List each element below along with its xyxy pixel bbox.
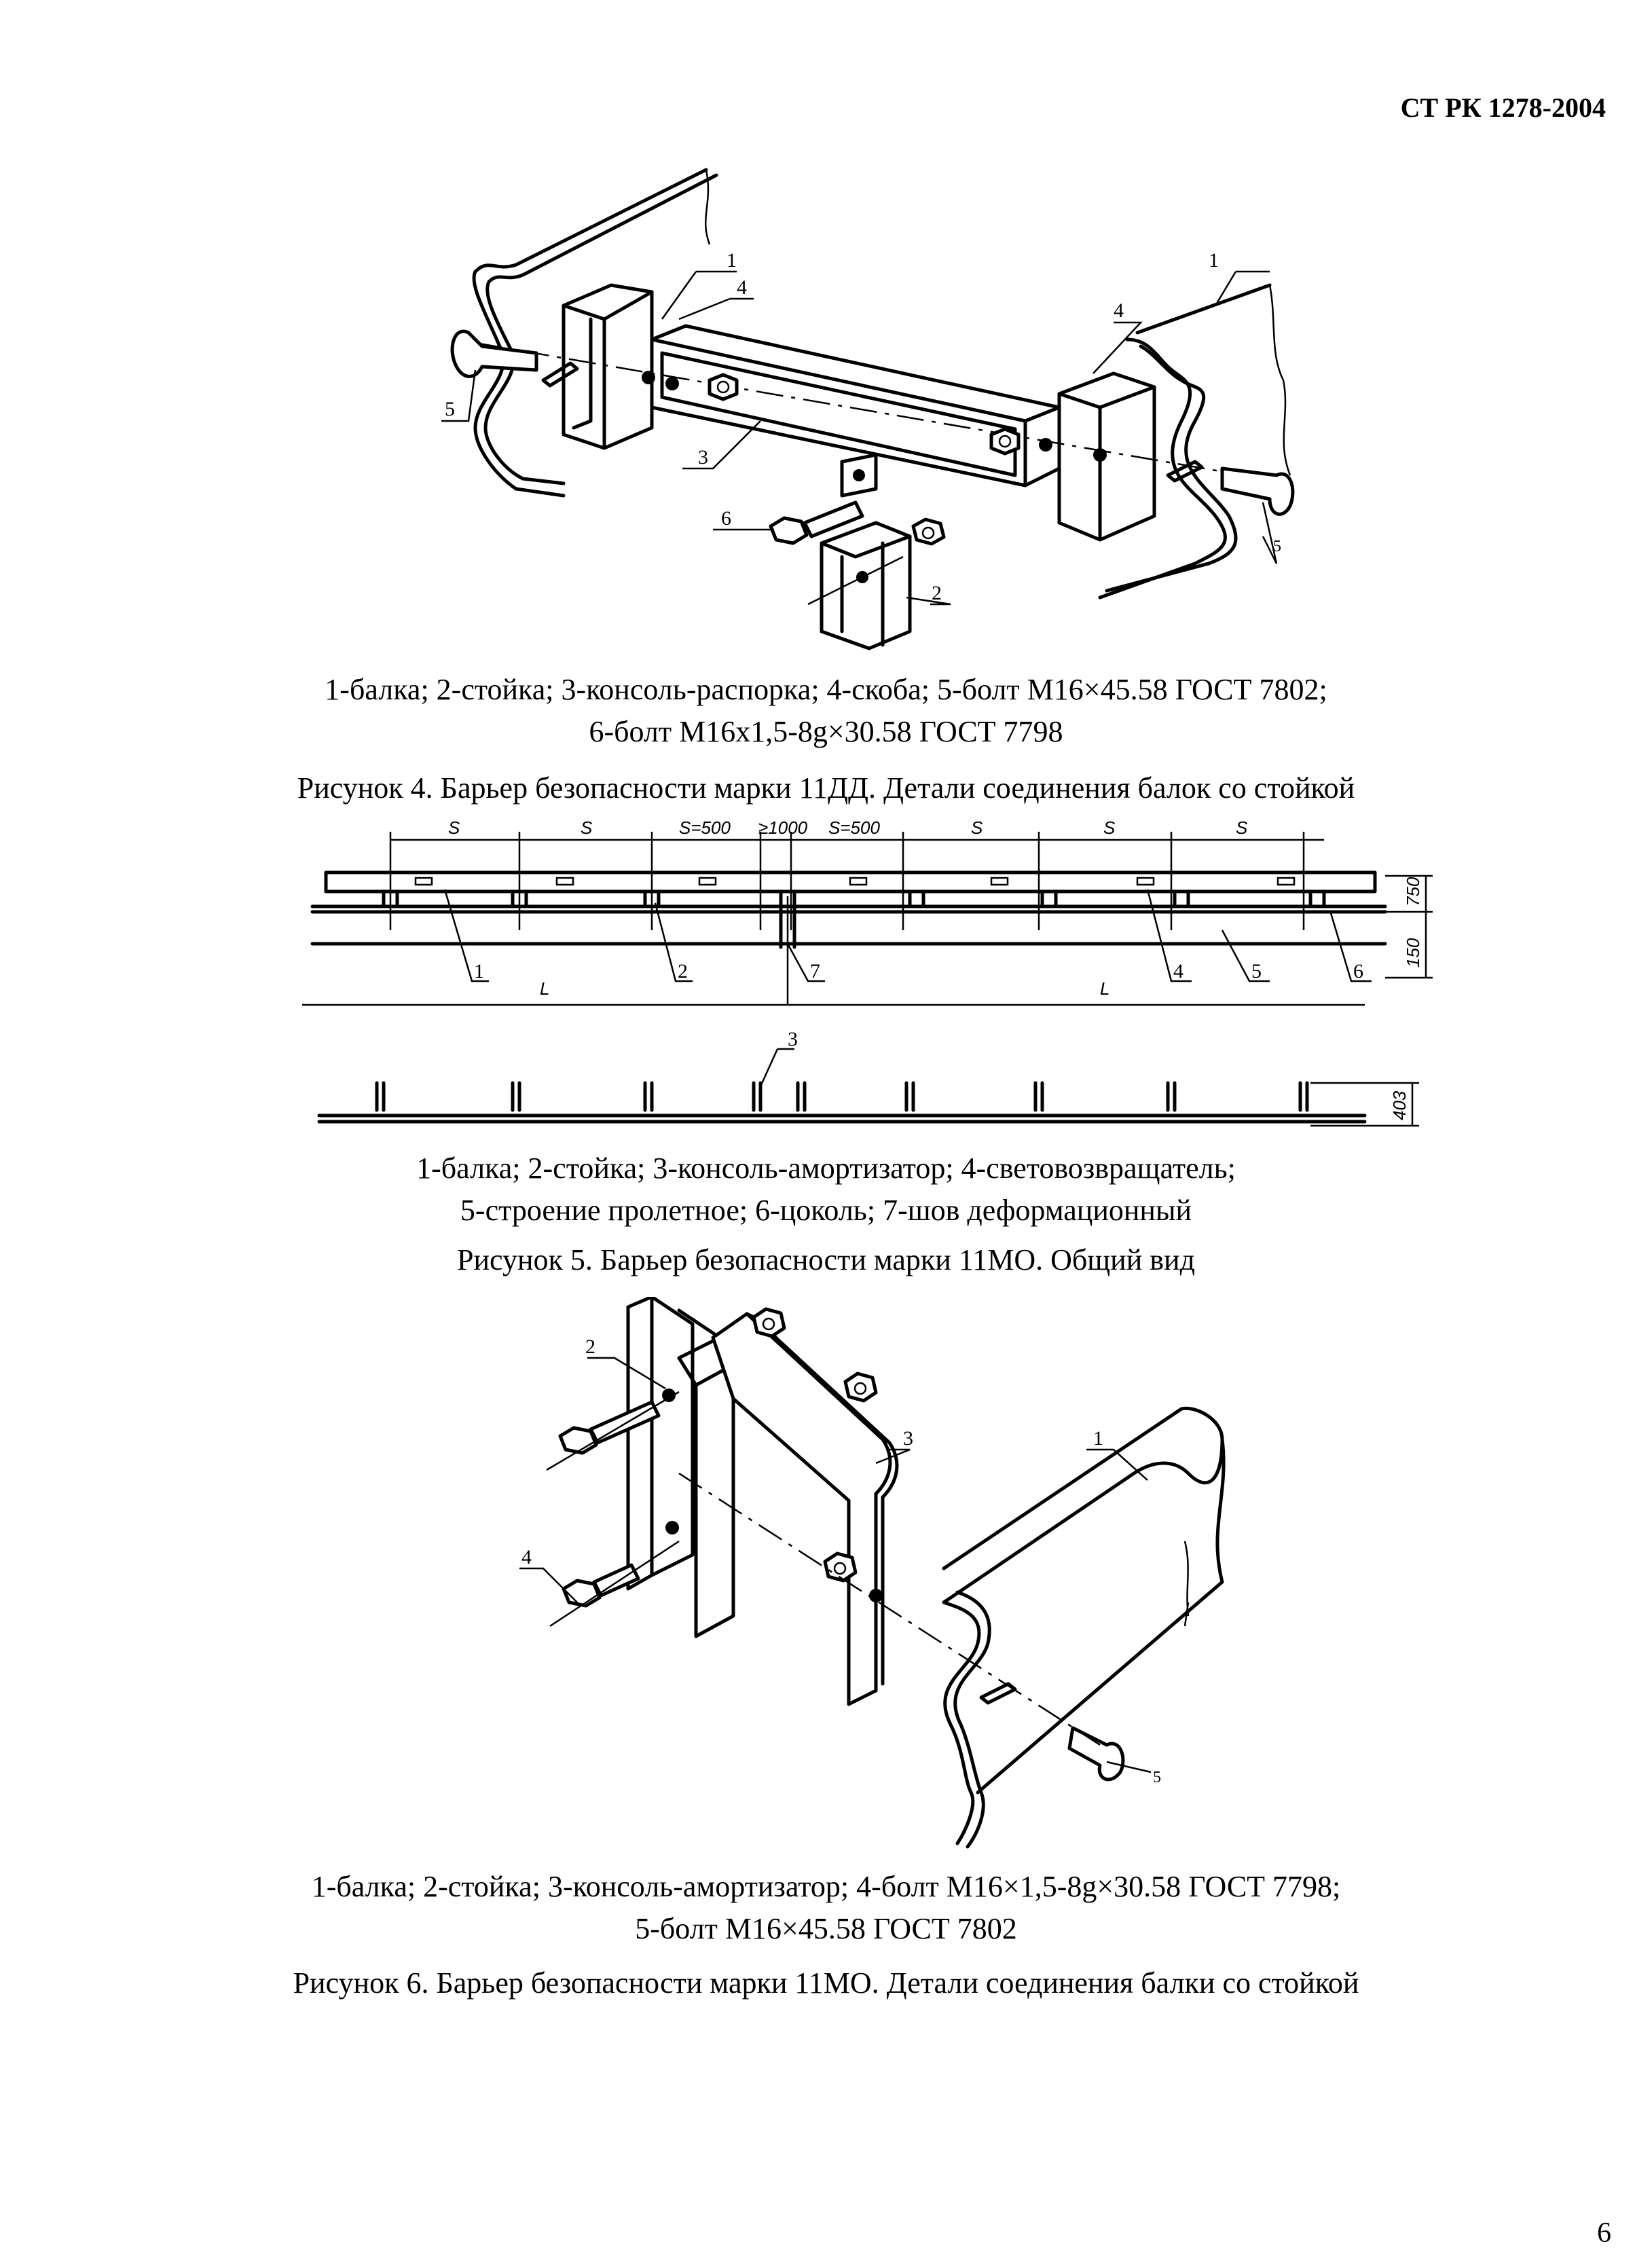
dim-s-1: S	[448, 817, 460, 838]
dim-l-1: L	[540, 978, 549, 999]
fig6-label-1: 1	[1093, 1427, 1103, 1450]
dim-s500-1: S=500	[679, 817, 731, 838]
dim-s500-2: S=500	[828, 817, 880, 838]
figure-6-legend-line-1: 1-балка; 2-стойка; 3-консоль-амортизатор…	[311, 1870, 1341, 1903]
figure-4-title: Рисунок 4. Барьер безопасности марки 11Д…	[297, 771, 1355, 805]
fig4-label-5b: 5	[1273, 538, 1281, 555]
figure-5-legend: 1-балка; 2-стойка; 3-консоль-амортизатор…	[0, 1147, 1652, 1232]
fig5-label-3: 3	[788, 1028, 798, 1050]
fig4-label-5a: 5	[445, 398, 455, 420]
dim-s-3: S	[971, 817, 983, 838]
dim-s-4: S	[1103, 817, 1116, 838]
dim-l-2: L	[1100, 978, 1109, 999]
fig4-label-1a: 1	[727, 249, 737, 272]
fig5-label-5: 5	[1251, 960, 1262, 982]
figure-6-legend: 1-балка; 2-стойка; 3-консоль-амортизатор…	[0, 1866, 1652, 1950]
fig6-label-4: 4	[521, 1546, 532, 1568]
figure-4-drawing: 1 4 5 3 6 2 1 4 5	[441, 168, 1295, 650]
fig4-label-6: 6	[721, 507, 731, 530]
dim-gap: ≥1000	[758, 817, 808, 838]
fig5-label-2: 2	[678, 960, 688, 982]
figure-4-legend-line-1: 1-балка; 2-стойка; 3-консоль-распорка; 4…	[325, 673, 1327, 706]
figure-5-title: Рисунок 5. Барьер безопасности марки 11М…	[457, 1243, 1195, 1276]
fig5-label-1: 1	[474, 960, 484, 982]
fig5-label-4: 4	[1173, 960, 1183, 982]
figure-6-title: Рисунок 6. Барьер безопасности марки 11М…	[293, 1966, 1359, 2000]
figure-6-drawing: 2 3 4 1 5	[519, 1297, 1226, 1849]
fig5-label-7: 7	[810, 960, 820, 982]
fig4-label-4a: 4	[737, 276, 747, 299]
page-number: 6	[1597, 2218, 1611, 2249]
figure-6-legend-line-2: 5-болт М16×45.58 ГОСТ 7802	[635, 1912, 1017, 1945]
figure-5-legend-line-1: 1-балка; 2-стойка; 3-консоль-амортизатор…	[416, 1152, 1236, 1185]
fig6-label-2: 2	[585, 1336, 595, 1358]
fig4-label-3: 3	[698, 446, 708, 468]
fig4-label-4b: 4	[1114, 299, 1124, 322]
dim-s-5: S	[1236, 817, 1248, 838]
dim-150: 150	[1403, 938, 1423, 968]
figure-5-drawing: S S S=500 ≥1000 S=500 S S S 750 150 L L …	[302, 817, 1433, 1127]
document-code: СТ РК 1278-2004	[1400, 92, 1606, 123]
figure-4-legend-line-2: 6-болт М16х1,5-8g×30.58 ГОСТ 7798	[589, 715, 1063, 748]
dim-750: 750	[1403, 877, 1423, 906]
dim-403: 403	[1389, 1090, 1410, 1120]
fig6-label-3: 3	[903, 1427, 913, 1450]
fig6-label-5: 5	[1153, 1769, 1161, 1786]
fig4-label-1b: 1	[1209, 249, 1219, 272]
dim-s-2: S	[581, 817, 593, 838]
figure-5-legend-line-2: 5-строение пролетное; 6-цоколь; 7-шов де…	[460, 1194, 1192, 1227]
figure-4-legend: 1-балка; 2-стойка; 3-консоль-распорка; 4…	[0, 669, 1652, 753]
fig5-label-6: 6	[1353, 960, 1363, 982]
fig4-label-2: 2	[932, 582, 942, 604]
